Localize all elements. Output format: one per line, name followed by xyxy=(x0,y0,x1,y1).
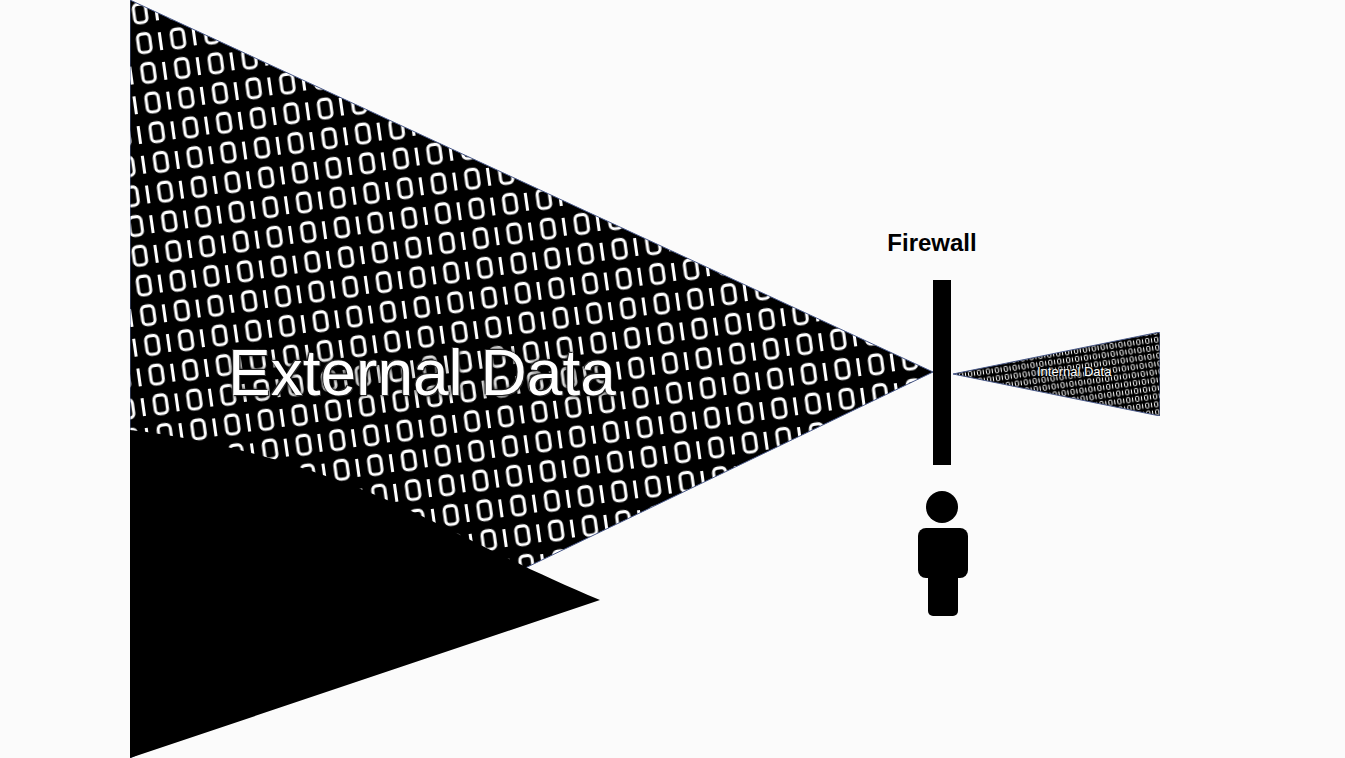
internal-data-funnel: Internal Data xyxy=(953,332,1160,416)
external-data-funnel: External Data xyxy=(130,0,933,758)
funnel-label: External Data xyxy=(228,338,616,408)
firewall-label: Firewall xyxy=(887,229,976,257)
firewall-bar xyxy=(933,280,951,465)
person-icon xyxy=(918,491,968,616)
funnel-label: Internal Data xyxy=(1037,365,1111,379)
